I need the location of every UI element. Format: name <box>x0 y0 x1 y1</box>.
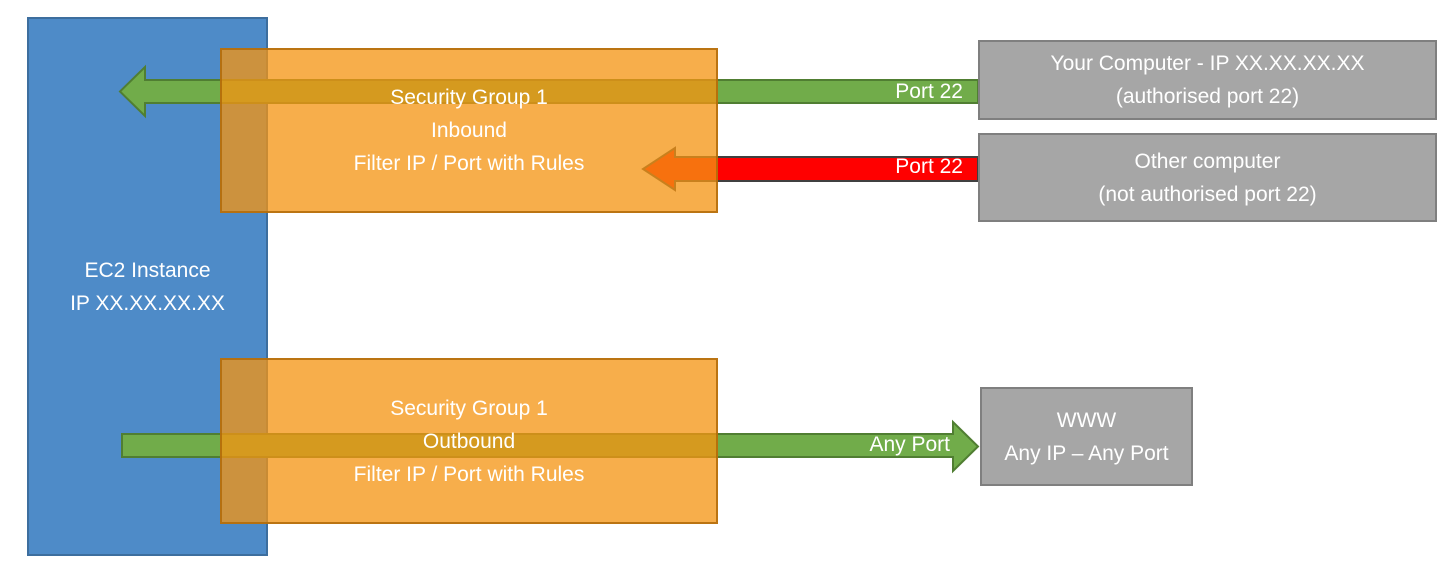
security-group-inbound-box: Security Group 1 Inbound Filter IP / Por… <box>220 48 718 213</box>
inbound-blocked-port-label: Port 22 <box>895 155 963 178</box>
security-group-outbound-title: Security Group 1 <box>390 396 548 420</box>
security-group-outbound-box: Security Group 1 Outbound Filter IP / Po… <box>220 358 718 524</box>
security-group-outbound-description: Filter IP / Port with Rules <box>353 462 585 486</box>
other-computer-box: Other computer (not authorised port 22) <box>978 133 1437 222</box>
other-computer-subtitle: (not authorised port 22) <box>1098 182 1317 206</box>
www-box: WWW Any IP – Any Port <box>980 387 1193 486</box>
your-computer-title: Your Computer - IP XX.XX.XX.XX <box>1050 52 1365 75</box>
security-group-inbound-direction: Inbound <box>431 119 507 142</box>
ec2-instance-ip: IP XX.XX.XX.XX <box>70 291 225 315</box>
security-group-inbound-description: Filter IP / Port with Rules <box>353 152 585 175</box>
security-group-inbound-title: Security Group 1 <box>390 86 548 109</box>
your-computer-box: Your Computer - IP XX.XX.XX.XX (authoris… <box>978 40 1437 120</box>
outbound-port-label: Any Port <box>869 433 950 456</box>
your-computer-subtitle: (authorised port 22) <box>1115 85 1300 108</box>
security-group-outbound-direction: Outbound <box>422 429 516 453</box>
www-title: WWW <box>1056 408 1117 432</box>
other-computer-title: Other computer <box>1134 149 1281 173</box>
www-subtitle: Any IP – Any Port <box>1004 441 1169 465</box>
inbound-allowed-port-label: Port 22 <box>895 80 963 103</box>
ec2-instance-name: EC2 Instance <box>84 258 211 282</box>
